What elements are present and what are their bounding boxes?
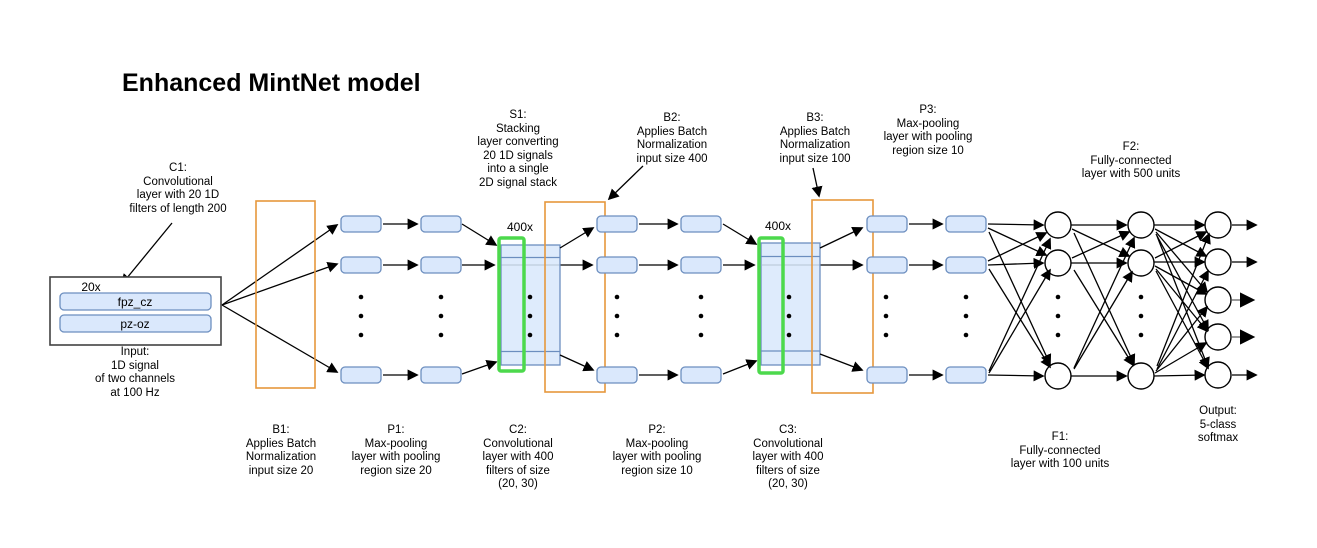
f1-neurons — [1044, 211, 1072, 390]
output-neurons — [1204, 211, 1232, 389]
f2-label: F2: Fully-connected layer with 500 units — [1081, 141, 1181, 180]
input-box-outline — [49, 276, 222, 346]
batchnorm-box-b1 — [255, 200, 316, 389]
c1-pointer-arrow — [120, 222, 173, 286]
signal-stack-s1 — [500, 244, 561, 366]
neuron-circle — [1044, 362, 1072, 390]
output-label: Output: 5-class softmax — [1197, 405, 1239, 444]
neuron-circle — [1204, 286, 1232, 314]
diagram-title: Enhanced MintNet model — [122, 69, 421, 97]
p1-label: P1: Max-pooling layer with pooling regio… — [351, 424, 441, 477]
conv-filter-box-c3 — [757, 236, 785, 375]
f1-to-f2-connections — [1071, 219, 1136, 382]
channel-label-pz-oz: pz-oz — [120, 317, 150, 331]
b2-pointer-arrow — [607, 165, 644, 201]
neuron-circle — [1204, 248, 1232, 276]
output-arrows — [1232, 219, 1258, 381]
p3-arrows — [909, 218, 944, 381]
out-of-s1-arrows — [559, 227, 595, 372]
neuron-circle — [1127, 211, 1155, 239]
s1-label: S1: Stacking layer converting 20 1D sign… — [477, 109, 559, 189]
neuron-circle — [1127, 249, 1155, 277]
input-fan-arrows — [221, 224, 339, 373]
c3-multiplier-label: 400x — [764, 219, 792, 233]
label-pointer-arrows — [120, 165, 823, 286]
c3-label: C3: Convolutional layer with 400 filters… — [752, 424, 824, 490]
b2-label: B2: Applies Batch Normalization input si… — [636, 112, 708, 165]
batchnorm-box-b2 — [544, 201, 606, 393]
p2-arrows — [639, 218, 679, 381]
c1-label: C1: Convolutional layer with 20 1D filte… — [129, 162, 227, 215]
neuron-circle — [1044, 211, 1072, 239]
input-multiplier-label: 20x — [81, 280, 101, 294]
signal-stack-c3 — [760, 242, 821, 366]
b3-pointer-arrow — [811, 167, 823, 198]
input-box — [49, 276, 222, 346]
p1-arrows — [383, 218, 419, 381]
f2-to-output-connections — [1153, 219, 1211, 381]
f1-label: F1: Fully-connected layer with 100 units — [1010, 431, 1110, 470]
b1-label: B1: Applies Batch Normalization input si… — [245, 424, 317, 477]
out-of-c3-arrows — [819, 227, 864, 372]
into-s1-arrows — [461, 223, 498, 375]
batchnorm-boxes — [255, 199, 874, 394]
into-c3-arrows — [722, 223, 758, 375]
p2-label: P2: Max-pooling layer with pooling regio… — [612, 424, 702, 477]
channel-rect-fpz-cz — [59, 292, 212, 311]
channel-rect-pz-oz — [59, 314, 212, 333]
neuron-circle — [1127, 362, 1155, 390]
conv-filter-box-c2 — [497, 236, 526, 373]
ellipsis-dots — [358, 294, 1144, 338]
neuron-circle — [1204, 323, 1232, 351]
s1-multiplier-label: 400x — [506, 220, 534, 234]
feature-map-rects — [340, 215, 987, 384]
b3-label: B3: Applies Batch Normalization input si… — [779, 112, 851, 165]
channel-label-fpz-cz: fpz_cz — [117, 295, 153, 309]
neuron-circle — [1204, 361, 1232, 389]
input-label: Input: 1D signal of two channels at 100 … — [95, 346, 175, 399]
p3-label: P3: Max-pooling layer with pooling regio… — [883, 104, 973, 157]
p3-to-f1-connections — [987, 219, 1052, 382]
c2-label: C2: Convolutional layer with 400 filters… — [482, 424, 554, 490]
batchnorm-box-b3 — [811, 199, 874, 394]
